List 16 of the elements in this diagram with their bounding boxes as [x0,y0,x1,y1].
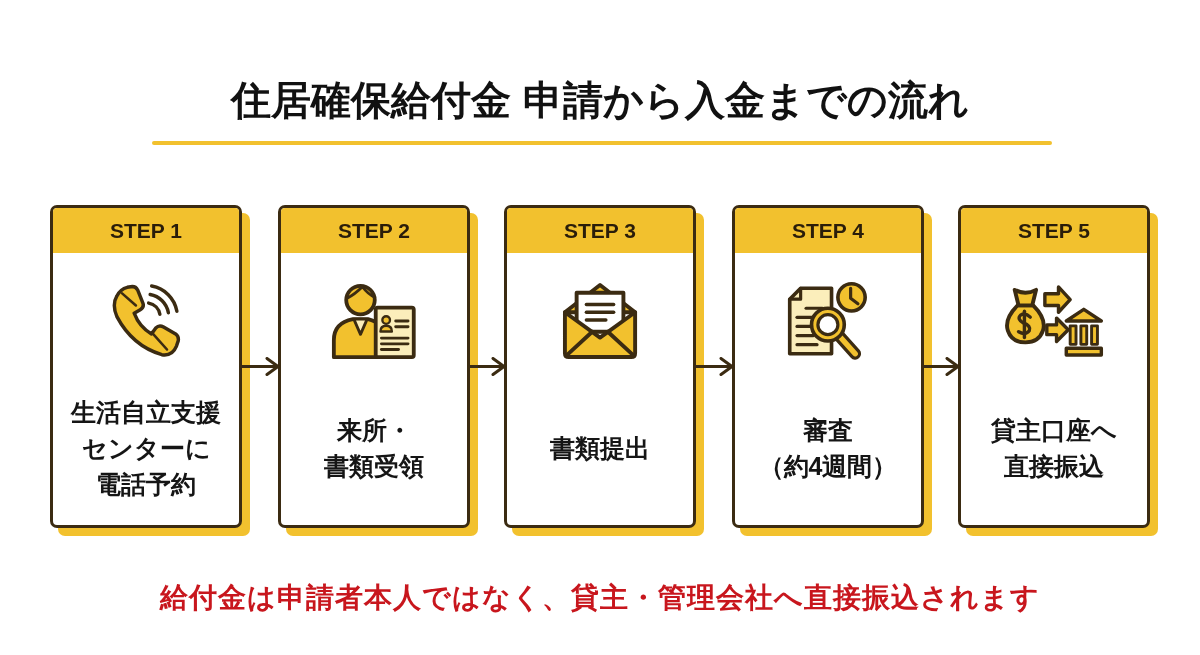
step-description: 貸主口座へ直接振込 [991,415,1117,482]
step-label: STEP 3 [564,217,636,244]
arrow [696,357,734,376]
step-description: 審査（約4週間） [758,415,898,482]
step-label: STEP 5 [1018,217,1090,244]
arrow [924,357,960,376]
arrow [470,357,506,376]
step-description: 書類提出 [550,433,650,464]
step-description: 来所・書類受領 [324,415,424,482]
note-text: 給付金は申請者本人ではなく、貸主・管理会社へ直接振込されます [160,581,1040,615]
step-label: STEP 4 [792,217,864,244]
step-label: STEP 2 [338,217,410,244]
title: 住居確保給付金 申請から入金までの流れ [231,77,969,124]
step-description: 生活自立支援センターに電話予約 [71,397,221,500]
arrow [242,357,280,376]
step-label: STEP 1 [110,217,182,244]
